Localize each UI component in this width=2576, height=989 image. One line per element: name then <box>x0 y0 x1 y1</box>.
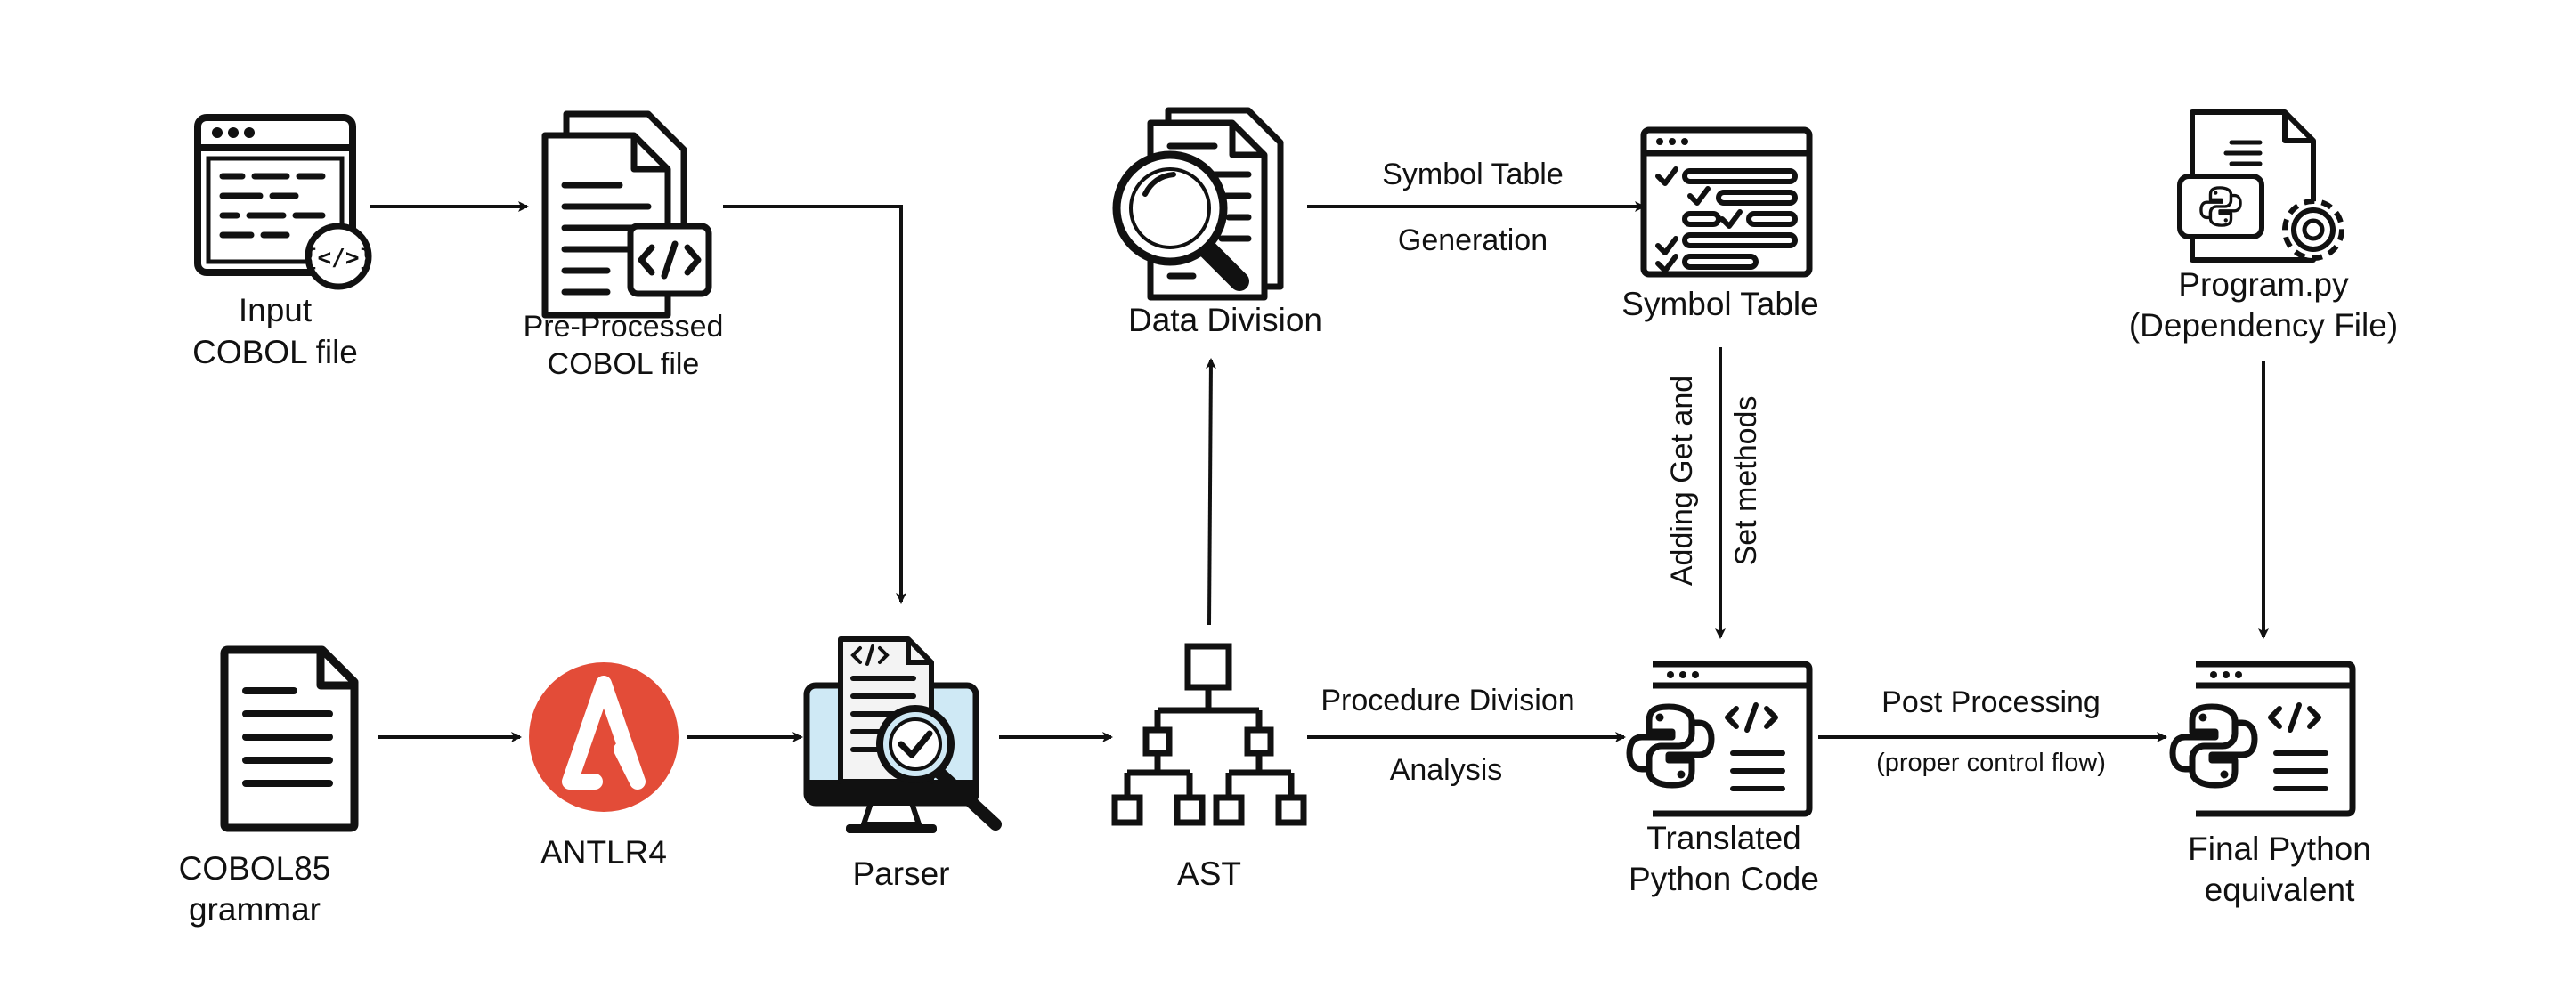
program-py-label-line2: (Dependency File) <box>2129 307 2398 344</box>
final-label-line1: Final Python <box>2188 831 2371 867</box>
grammar-label-line1: COBOL85 <box>179 850 331 887</box>
python-dependency-file-icon <box>2177 109 2344 263</box>
antlr-logo-icon <box>529 662 679 812</box>
input-cobol-label-line2: COBOL file <box>192 334 358 370</box>
grammar-label-line2: grammar <box>189 891 321 928</box>
connectors <box>370 201 2269 742</box>
translated-label-line2: Python Code <box>1629 861 1819 897</box>
post-label-line1: Post Processing <box>1881 685 2101 719</box>
python-code-window-icon <box>1629 661 1813 817</box>
antlr-label: ANTLR4 <box>540 834 667 871</box>
edge-labels: Symbol Table Generation Adding Get and S… <box>1321 158 2106 787</box>
ast-label: AST <box>1177 855 1241 892</box>
arrow-preprocessed-to-parser <box>723 205 906 604</box>
get-set-label-line1: Adding Get and <box>1665 376 1699 586</box>
procedure-label-line2: Analysis <box>1390 753 1503 787</box>
svg-text:{</>}: {</>} <box>304 245 373 272</box>
document-icon <box>220 645 359 832</box>
preprocessed-label-line2: COBOL file <box>548 347 700 381</box>
post-label-line2: (proper control flow) <box>1876 749 2106 777</box>
tree-hierarchy-icon <box>1111 643 1307 826</box>
final-label-line2: equivalent <box>2205 871 2355 908</box>
checklist-window-icon <box>1640 126 1813 278</box>
code-document-icon <box>541 110 712 319</box>
code-window-icon: {</>} <box>194 114 373 290</box>
get-set-label-line2: Set methods <box>1729 396 1763 566</box>
node-labels: Input COBOL file Pre-Processed COBOL fil… <box>179 266 2399 928</box>
symbol-gen-label-line2: Generation <box>1398 223 1548 257</box>
arrow-ast-to-data-division <box>1205 358 1216 626</box>
symbol-gen-label-line1: Symbol Table <box>1382 158 1564 191</box>
symbol-table-label: Symbol Table <box>1621 286 1818 322</box>
program-py-label-line1: Program.py <box>2178 266 2349 303</box>
monitor-parser-icon <box>803 636 1002 833</box>
translated-label-line1: Translated <box>1646 820 1800 856</box>
procedure-label-line1: Procedure Division <box>1321 684 1574 717</box>
python-code-window-icon <box>2173 661 2356 817</box>
document-search-icon <box>1112 107 1284 301</box>
data-division-label: Data Division <box>1128 302 1322 338</box>
input-cobol-label-line1: Input <box>239 292 313 328</box>
preprocessed-label-line1: Pre-Processed <box>524 310 724 344</box>
parser-label: Parser <box>853 855 950 892</box>
